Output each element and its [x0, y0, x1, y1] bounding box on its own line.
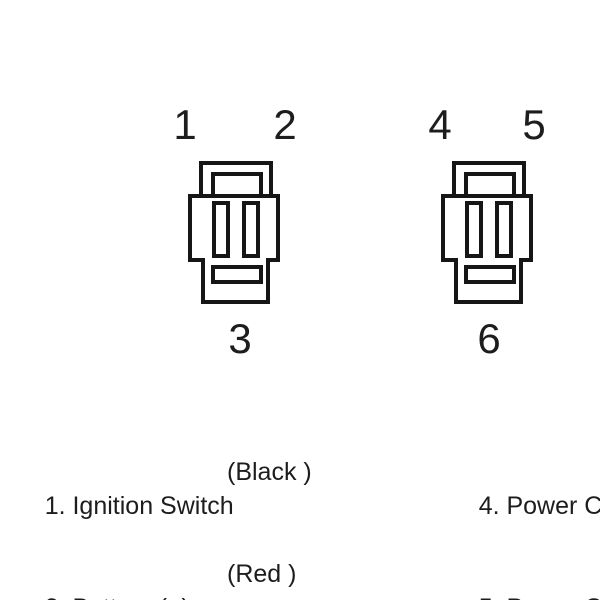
- legend-label: 5. Power Coil: [479, 594, 600, 600]
- legend-label: 4. Power Coil: [478, 492, 600, 520]
- connector-right-icon: [441, 161, 533, 304]
- connector-slot-right: [495, 201, 513, 258]
- legend-label: 1. Ignition Switch: [44, 492, 234, 520]
- pin-label-2: 2: [273, 101, 297, 148]
- pin-label-6: 6: [477, 315, 501, 362]
- legend-row: 5. Power Coil: [437, 557, 600, 600]
- pin-label-4: 4: [428, 101, 452, 148]
- legend-left: 1. Ignition Switch (Black ) 2. Battery (…: [3, 387, 333, 600]
- connector-tab-inner-outline: [211, 172, 263, 198]
- wire-color-label: (Black ): [227, 458, 312, 486]
- pin-label-1: 1: [173, 101, 197, 148]
- connector-body-outline: [188, 194, 280, 304]
- connector-slot-left: [212, 201, 230, 258]
- connector-body-outline: [441, 194, 533, 304]
- legend-row: 2. Battery (+) (Red ): [3, 557, 333, 600]
- wire-color-label: (Red ): [227, 560, 297, 588]
- connector-tab-outline: [199, 161, 273, 198]
- connector-tab-outline: [452, 161, 526, 198]
- connector-slot-right: [242, 201, 260, 258]
- connector-tab-inner-outline: [464, 172, 516, 198]
- legend-row: 1. Ignition Switch (Black ): [3, 455, 333, 520]
- connector-slot-left: [465, 201, 483, 258]
- pin-label-5: 5: [522, 101, 546, 148]
- connector-left-icon: [188, 161, 280, 304]
- legend-row: 4. Power Coil: [437, 455, 600, 520]
- legend-label: 2. Battery (+): [45, 594, 190, 600]
- connector-slot-bottom: [211, 265, 263, 284]
- pin-label-3: 3: [228, 315, 252, 362]
- legend-right: 4. Power Coil 5. Power Coil 6. Power Coi…: [437, 387, 600, 600]
- connector-slot-bottom: [464, 265, 516, 284]
